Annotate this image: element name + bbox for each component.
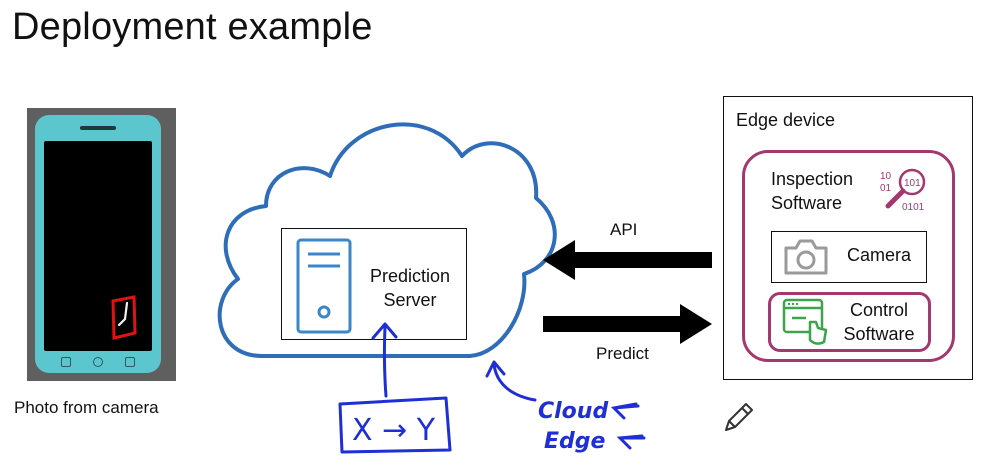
control-software-box (768, 292, 931, 352)
camera-label: Camera (847, 245, 912, 265)
phone-screen (44, 141, 152, 351)
camera-box (771, 231, 927, 283)
predict-label: Predict (596, 344, 649, 363)
magnifier-binary-icon: 10 01 101 0101 (880, 168, 926, 213)
inspection-line2: Software (771, 193, 843, 213)
hand-arrow-edge-label (616, 434, 646, 450)
red-marker-box (111, 295, 137, 340)
phone-body (35, 115, 161, 373)
cloud-outline (217, 122, 557, 358)
scratch-highlight (111, 295, 137, 340)
server-icon (296, 238, 352, 334)
hand-arrow-cloud (485, 360, 537, 402)
hand-arrow-cloud-label (610, 402, 640, 420)
inspection-software-box (742, 150, 955, 362)
edge-device-title: Edge device (736, 110, 836, 130)
phone-back-button (61, 357, 71, 367)
hand-x-to-y: X → Y (352, 413, 436, 448)
browser-click-icon (782, 298, 828, 345)
photo-caption: Photo from camera (14, 398, 159, 417)
binary-text-3: 101 (904, 178, 921, 189)
edge-device-box (723, 96, 973, 380)
server-label-line1: Prediction (369, 266, 451, 286)
control-line2: Software (843, 324, 915, 344)
phone-speaker (80, 126, 116, 130)
hand-cloud-text: Cloud (538, 399, 608, 424)
magnifier-lens (898, 168, 926, 196)
inspection-line1: Inspection (771, 169, 854, 189)
prediction-server-label: Prediction Server (355, 264, 465, 312)
inspection-software-label: Inspection Software (771, 167, 853, 215)
scratch-mark (117, 301, 129, 327)
magnifier-handle (885, 188, 906, 209)
control-software-label: Control Software (830, 298, 928, 346)
hand-edge-text: Edge (544, 429, 606, 454)
pencil-icon[interactable] (720, 400, 756, 436)
server-label-line2: Server (383, 290, 437, 310)
api-label: API (610, 220, 638, 239)
camera-icon (784, 239, 828, 275)
api-arrow (543, 240, 712, 280)
phone-menu-button (125, 357, 135, 367)
slide-title: Deployment example (12, 6, 373, 48)
binary-text-2: 01 (880, 183, 892, 194)
predict-arrow (543, 304, 712, 344)
hand-box (338, 396, 452, 454)
binary-text-4: 0101 (902, 202, 925, 213)
control-line1: Control (849, 300, 909, 320)
binary-text-1: 10 (880, 171, 892, 182)
camera-photo (27, 108, 176, 381)
prediction-server-box (281, 228, 467, 340)
hand-arrow-up (371, 322, 398, 398)
phone-home-button (93, 357, 103, 367)
